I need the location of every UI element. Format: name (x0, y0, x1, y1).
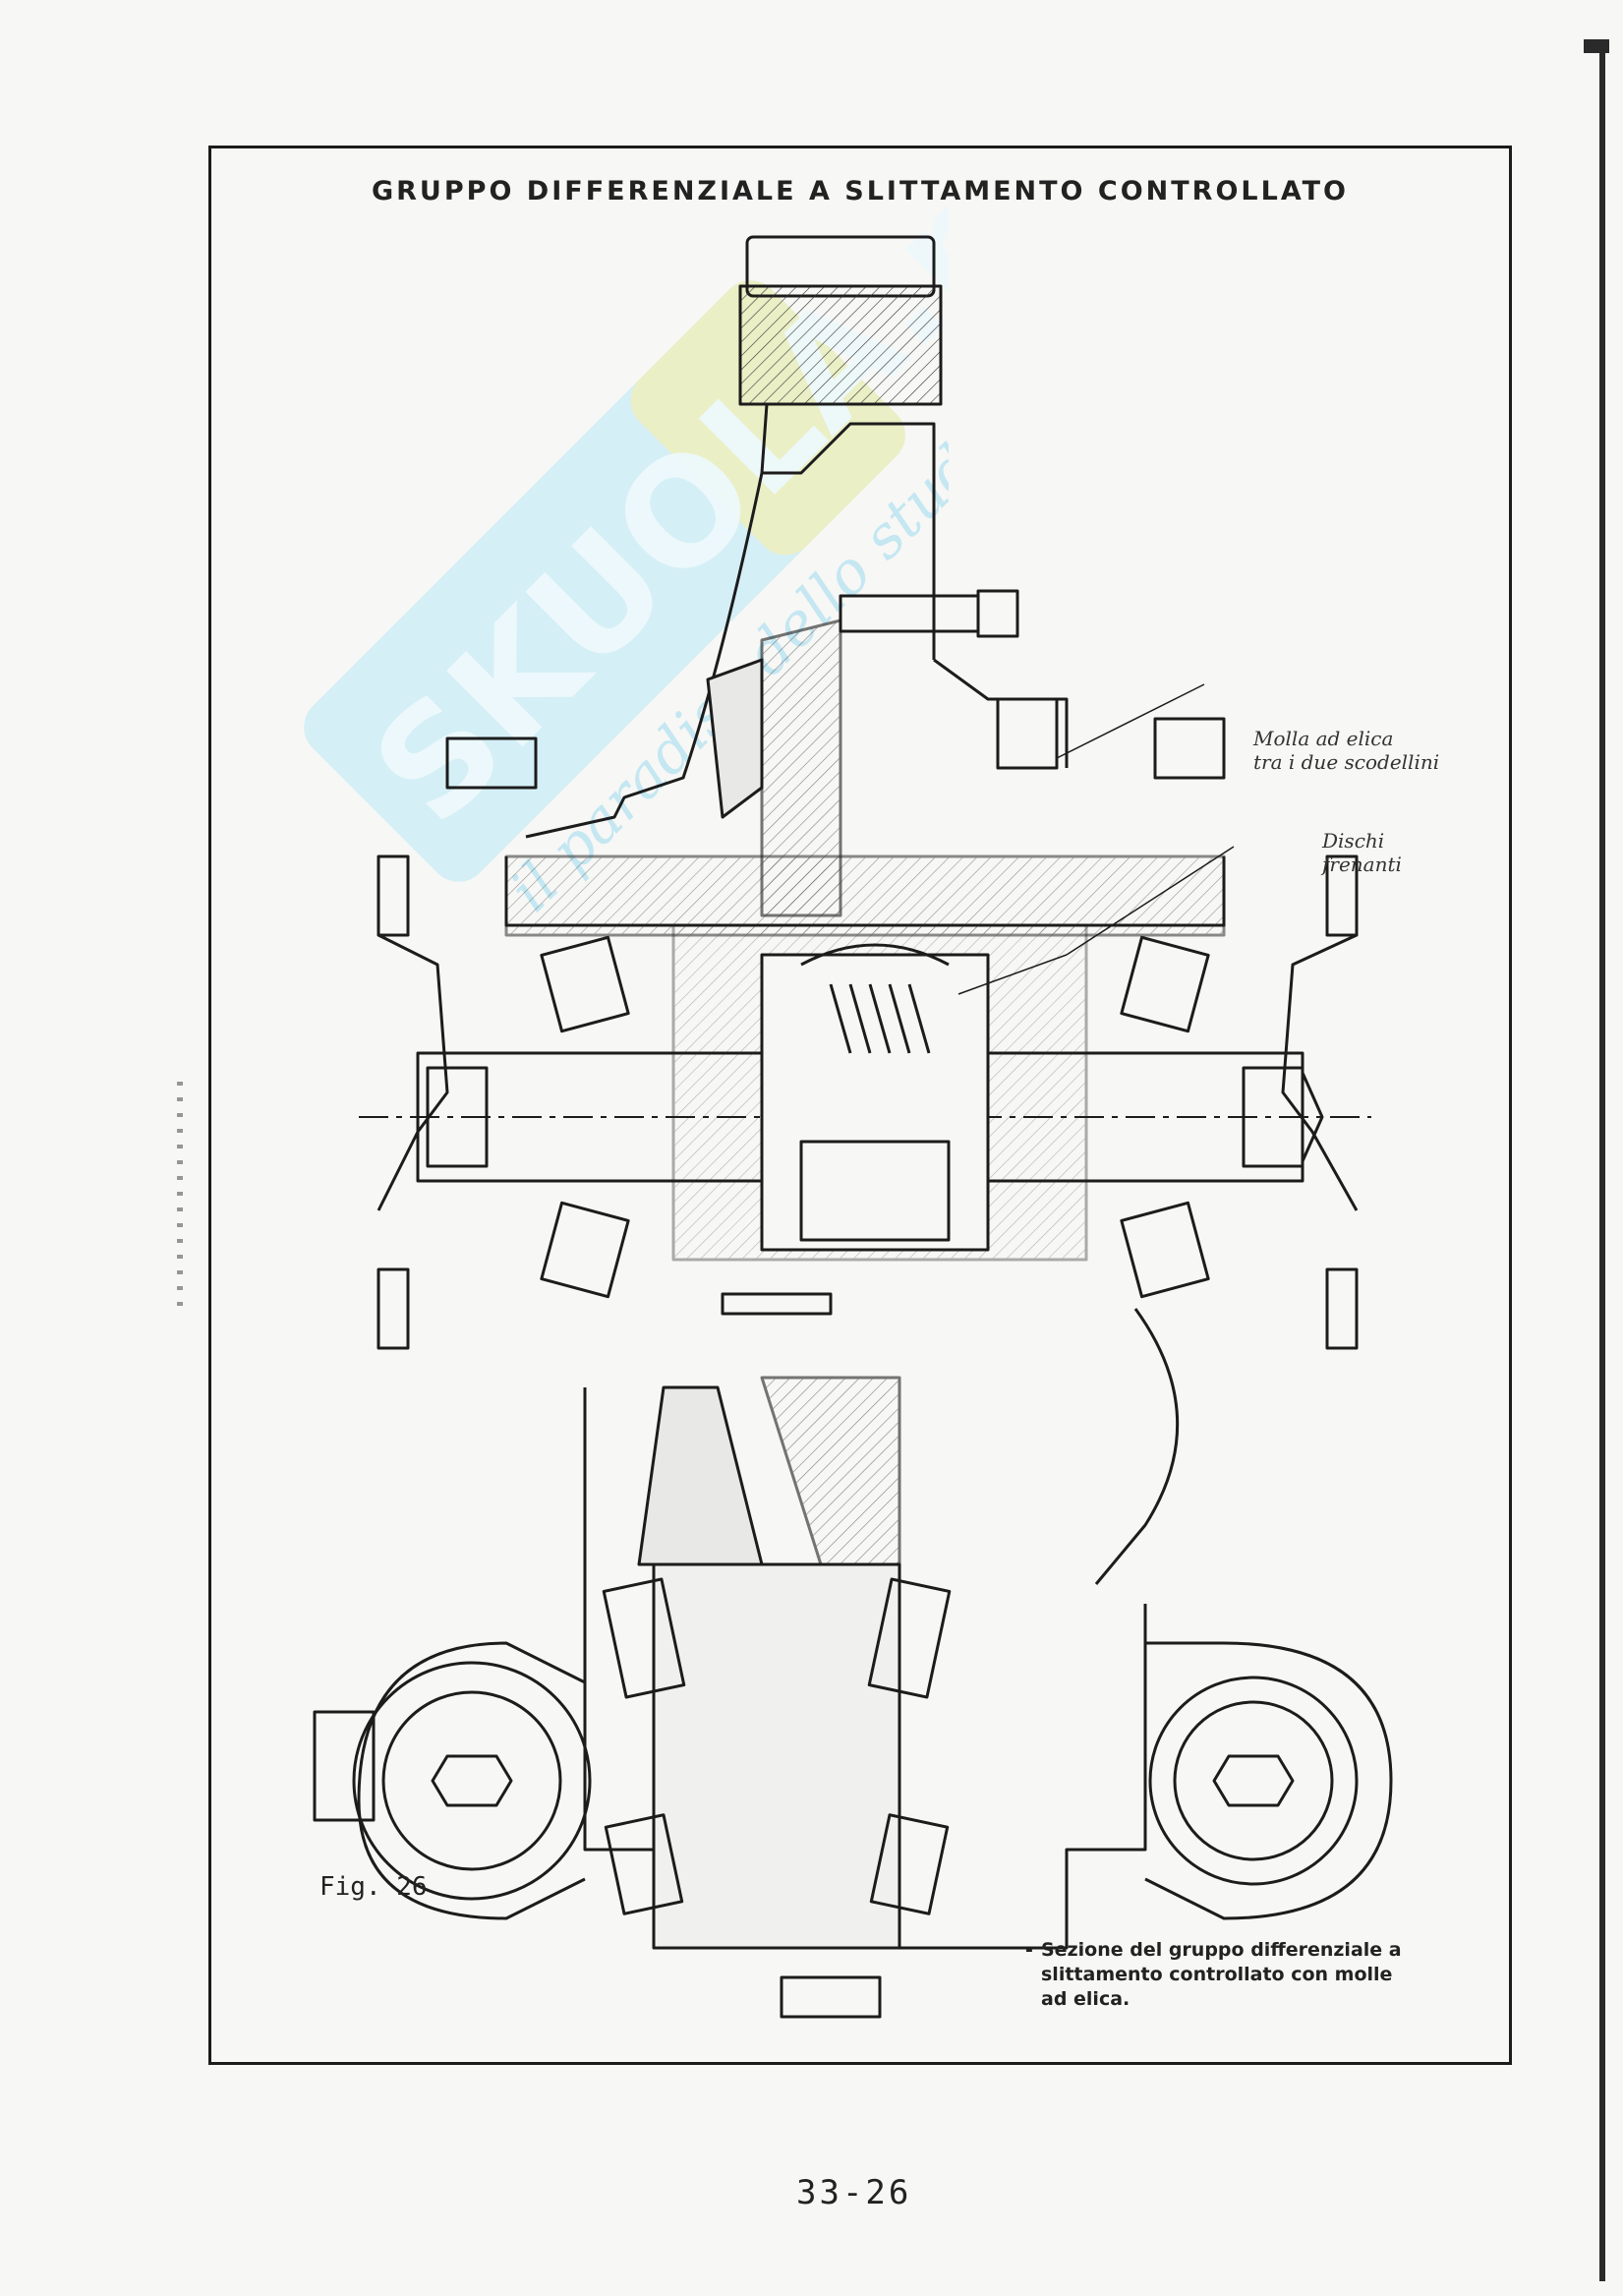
top-flange (738, 235, 943, 660)
figure-label: Fig. 26 (319, 1872, 428, 1902)
caption-bullet: - (1025, 1939, 1033, 1961)
ring-gear (706, 618, 842, 917)
caption-line-1: Sezione del gruppo differenziale a (1041, 1939, 1402, 1961)
differential-housing (504, 472, 1226, 937)
figure-caption: - Sezione del gruppo differenziale a sli… (1025, 1938, 1488, 2012)
mounting-bushings (313, 1641, 1393, 1920)
caption-line-2: slittamento controllato con molle (1041, 1964, 1393, 1985)
left-flange (377, 854, 449, 1350)
page-number: 33-26 (796, 2173, 912, 2212)
annotation-spring-line-1: Molla ad elica (1253, 727, 1394, 750)
page-edge (1599, 39, 1605, 2281)
figure-frame: SKUOLA.net il paradiso dello studente GR… (208, 146, 1512, 2065)
right-flange (1281, 854, 1359, 1350)
annotation-spring-line-2: tra i due scodellini (1253, 750, 1440, 774)
annotation-spring: Molla ad elica tra i due scodellini (1253, 727, 1439, 774)
differential-section-drawing (313, 235, 1393, 2019)
page-edge-top (1584, 39, 1609, 53)
bolts (445, 589, 1226, 790)
annotation-leaders (957, 683, 1235, 995)
differential-carrier (671, 923, 1088, 1316)
caption-line-3: ad elica. (1041, 1988, 1130, 2010)
margin-marks (177, 1082, 183, 1318)
annotation-discs-line-1: Dischi (1322, 829, 1385, 853)
pinion-housing (583, 1308, 1180, 2019)
bearings (540, 935, 1210, 1299)
annotation-discs: Dischi frenanti (1322, 829, 1402, 876)
annotation-discs-line-2: frenanti (1322, 853, 1402, 876)
helical-spring (829, 983, 931, 1054)
page-title: GRUPPO DIFFERENZIALE A SLITTAMENTO CONTR… (371, 176, 1350, 206)
